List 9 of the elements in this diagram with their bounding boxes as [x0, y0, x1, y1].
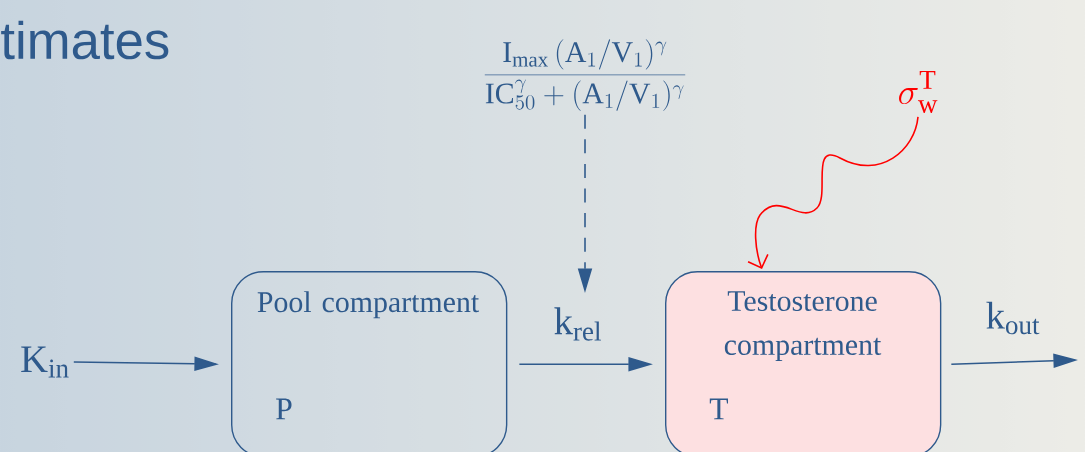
wavy-arrow — [747, 116, 919, 269]
variable-label: K$_{in}$ — [21, 346, 69, 378]
formula: $\sigma_{\mathrm{w}}^{\mathrm{T}}$ — [899, 71, 938, 113]
compartment-box: Testosterone compartment T — [665, 271, 942, 452]
edge-label: k$_{out}$ — [986, 301, 1040, 335]
compartment-box: Pool compartment P — [231, 271, 508, 452]
formula: $\frac{\mathrm{I}_{\mathrm{max}}\,(\mathrm{A}_1/\mathrm{V}_1)^{\gamma}}{\mathrm{IC}_{50}^{\gamma}+(\mathrm{A}_1/\mathrm{V}_1)^{\gamma}}$ — [484, 39, 686, 111]
heading: timates — [1, 20, 169, 60]
edge-label: k$_{rel}$ — [554, 307, 601, 341]
